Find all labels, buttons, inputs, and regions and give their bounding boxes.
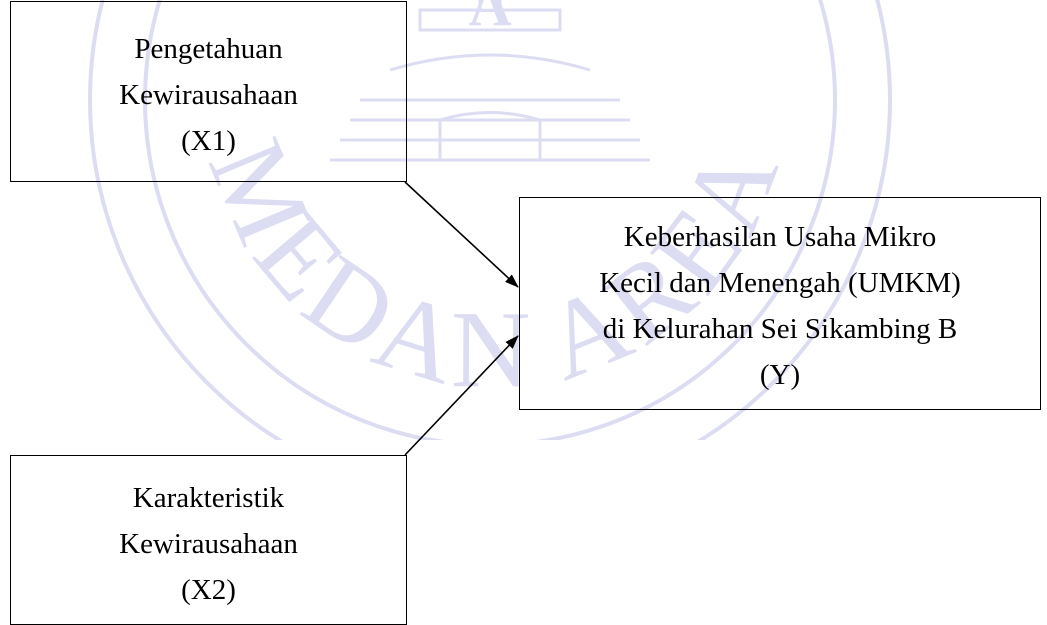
box-y-line-1: Keberhasilan Usaha Mikro (623, 220, 937, 253)
box-x2-line-1: Karakteristik (132, 482, 285, 514)
seal-letter: A (468, 0, 511, 38)
box-y-line-4: (Y) (759, 358, 801, 391)
box-y: Keberhasilan Usaha Mikro Kecil dan Menen… (519, 197, 1041, 410)
box-y-line-2: Kecil dan Menengah (UMKM) (599, 266, 961, 299)
box-x1-line-3: (X1) (181, 124, 236, 157)
arrow-x1-to-y (404, 181, 519, 288)
box-x1-line-1: Pengetahuan (134, 32, 283, 65)
box-x2-line-2: Kewirausahaan (119, 528, 298, 560)
box-x2-line-3: (X2) (181, 574, 236, 606)
box-x1-line-2: Kewirausahaan (119, 78, 298, 111)
arrow-x2-to-y (404, 335, 519, 456)
box-x2: Karakteristik Kewirausahaan (X2) (10, 455, 407, 625)
box-x1: Pengetahuan Kewirausahaan (X1) (10, 1, 407, 182)
box-y-line-3: di Kelurahan Sei Sikambing B (602, 312, 958, 345)
